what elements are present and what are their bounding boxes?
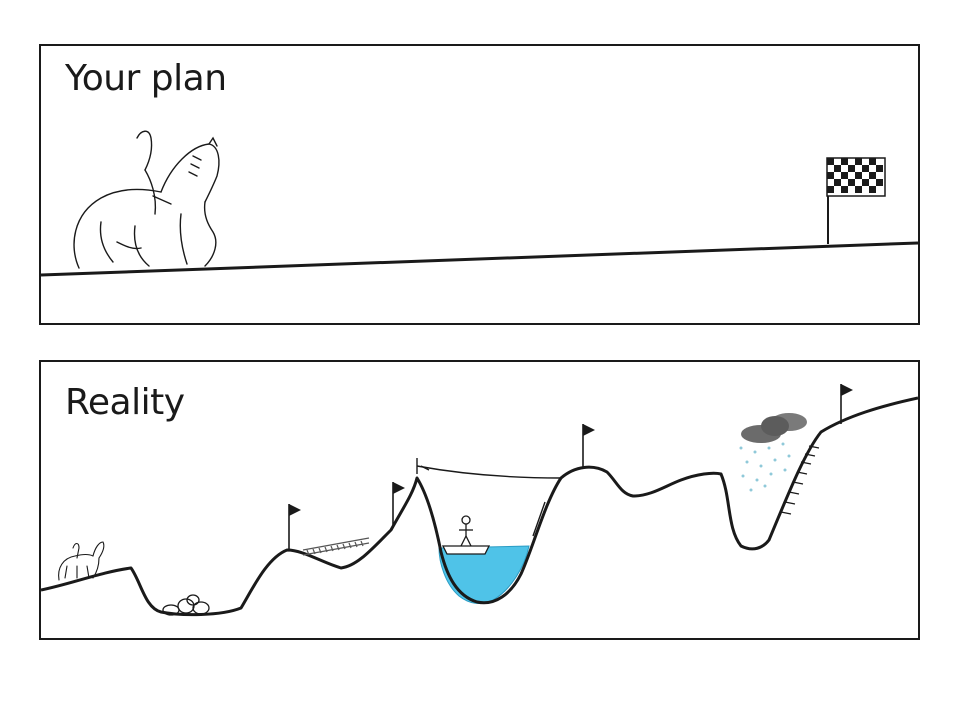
reality-terrain-line	[41, 396, 918, 617]
rain-cloud-icon	[739, 413, 807, 492]
flag-icon	[288, 504, 301, 550]
flag-icon	[392, 482, 405, 528]
checkered-flag-icon	[826, 157, 886, 244]
reality-title: Reality	[65, 382, 185, 423]
zip-line	[416, 458, 562, 479]
plan-slope-line	[41, 241, 918, 277]
pit-ramp	[532, 501, 546, 537]
boat-icon	[441, 515, 491, 555]
plan-title: Your plan	[65, 58, 227, 99]
reality-panel: Reality	[39, 360, 920, 640]
climbing-rope	[780, 445, 820, 515]
plan-scene	[41, 130, 918, 277]
horse-rider-icon	[73, 130, 220, 269]
rocks	[162, 594, 210, 616]
flag-icon	[840, 384, 853, 424]
rope-bridge	[302, 537, 370, 556]
horse-rider-icon	[58, 541, 105, 581]
flag-icon	[582, 424, 595, 468]
plan-panel: Your plan	[39, 44, 920, 325]
reality-scene	[41, 384, 918, 617]
